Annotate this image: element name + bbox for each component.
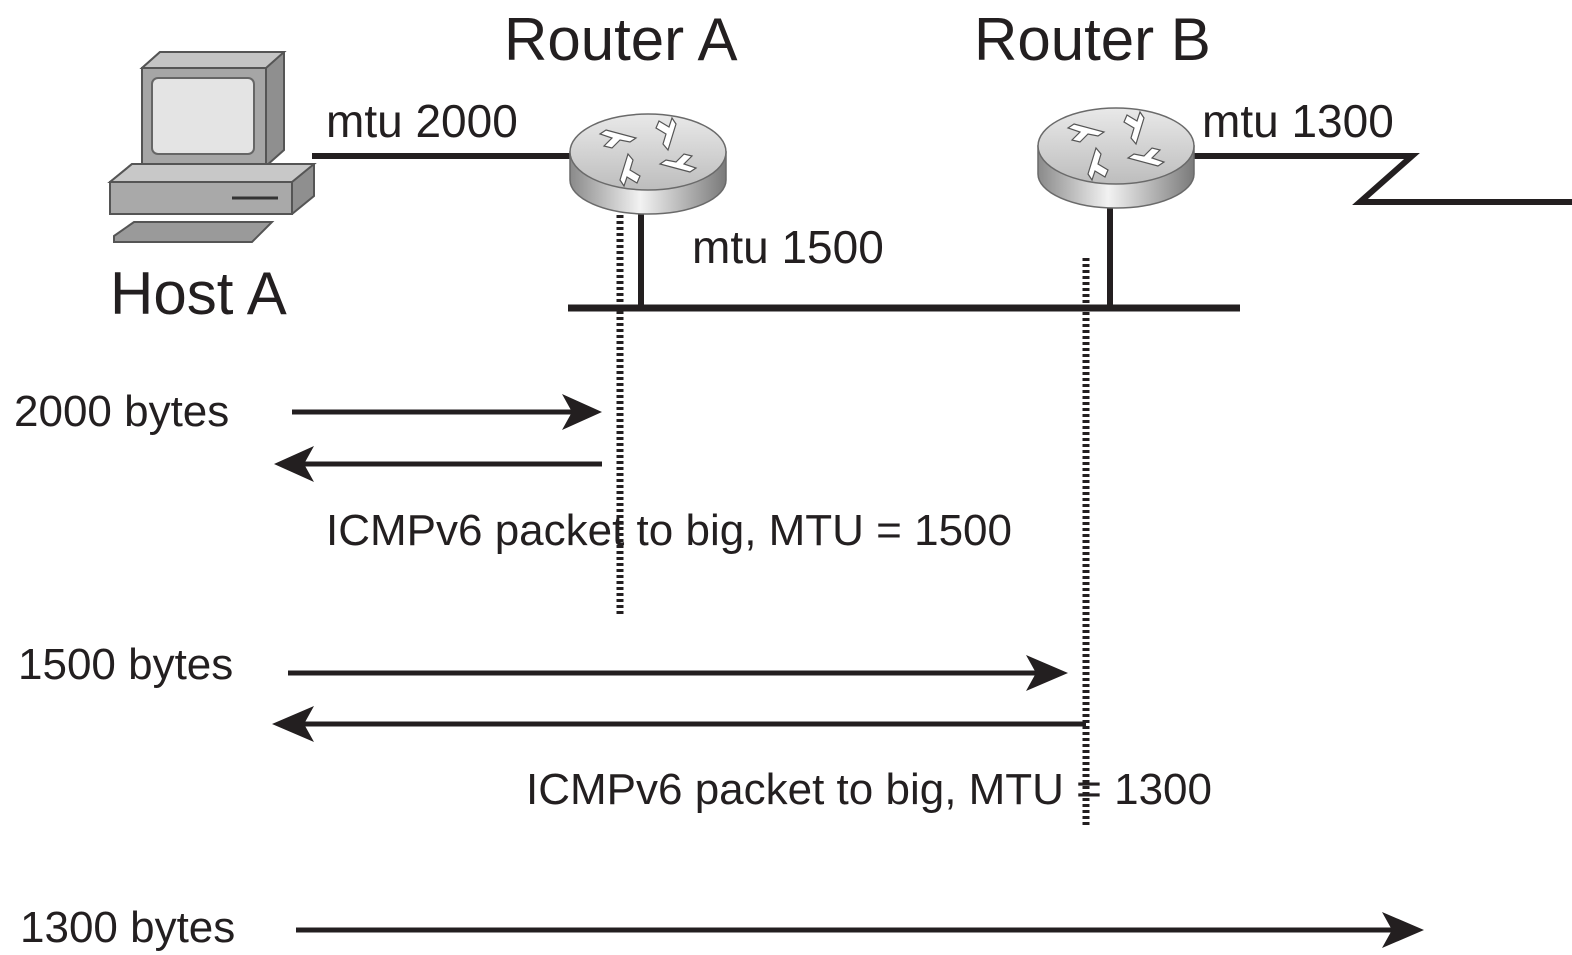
exchange-1-size-label: 2000 bytes bbox=[14, 387, 230, 436]
exchange-2-reply-label: ICMPv6 packet to big, MTU = 1300 bbox=[526, 765, 1212, 814]
exchange-3-arrows bbox=[296, 912, 1424, 948]
exchange-2-size-label: 1500 bytes bbox=[18, 640, 234, 689]
wan-serial-link bbox=[1190, 153, 1572, 205]
host-a-title: Host A bbox=[110, 260, 287, 327]
router-b-title: Router B bbox=[974, 6, 1211, 73]
exchange-1-reply-label: ICMPv6 packet to big, MTU = 1500 bbox=[326, 506, 1012, 555]
exchange-2-arrows bbox=[272, 655, 1086, 742]
host-computer-icon bbox=[107, 51, 317, 243]
router-a-title: Router A bbox=[504, 6, 738, 73]
host-link-mtu-label: mtu 2000 bbox=[326, 95, 518, 147]
router-b-icon bbox=[1037, 107, 1195, 209]
exchange-1-arrows bbox=[274, 394, 602, 482]
router-a-icon bbox=[569, 113, 727, 215]
exchange-3-size-label: 1300 bytes bbox=[20, 903, 236, 952]
wan-mtu-label: mtu 1300 bbox=[1202, 95, 1394, 147]
lan-mtu-label: mtu 1500 bbox=[692, 221, 884, 273]
